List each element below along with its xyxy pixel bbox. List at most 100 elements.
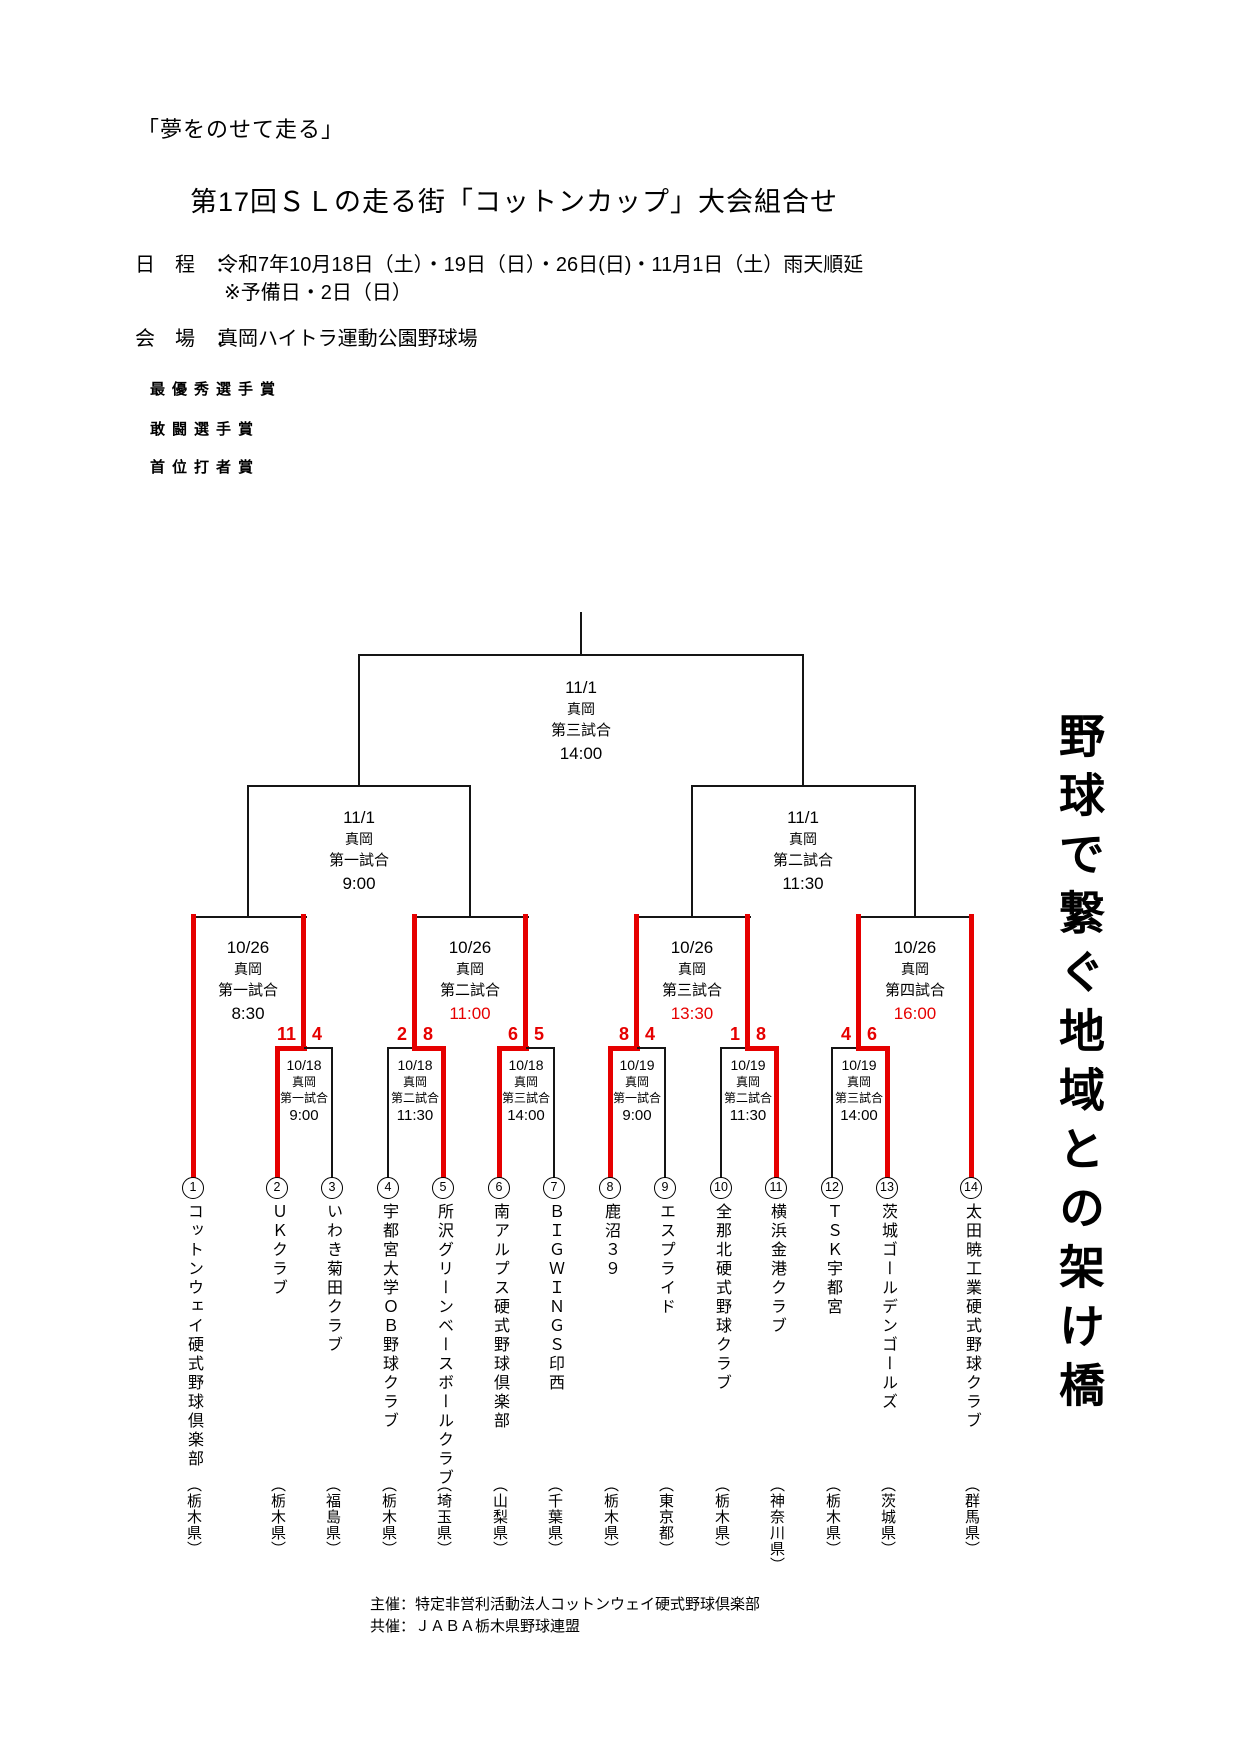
team-name: 宇都宮大学ＯＢ野球クラブ <box>380 1203 397 1431</box>
bracket-line <box>857 916 974 918</box>
match-venue: 真岡 <box>567 701 595 717</box>
bracket-line-red <box>885 1046 890 1178</box>
bracket-line-red <box>969 914 974 1178</box>
bracket-line <box>802 654 804 787</box>
match-venue: 真岡 <box>789 831 817 847</box>
team-name: 全那北硬式野球クラブ <box>713 1203 730 1393</box>
match-game: 第二試合 <box>439 982 500 999</box>
team-number: 13 <box>876 1177 898 1199</box>
team-prefecture: （千葉県） <box>546 1477 563 1557</box>
schedule-note: ※予備日・2日（日） <box>224 282 412 304</box>
bracket-line-red <box>301 914 306 1048</box>
bracket-line-red <box>412 914 417 1048</box>
team-number: 9 <box>654 1177 676 1199</box>
match-time: 11:00 <box>449 1004 491 1023</box>
score-right: 5 <box>534 1024 545 1044</box>
schedule-label: 日 程 ： <box>135 254 235 276</box>
team-number: 3 <box>321 1177 343 1199</box>
team-prefecture: （山梨県） <box>491 1477 508 1557</box>
team-name: エスプライド <box>657 1203 674 1317</box>
team-number: 1 <box>182 1177 204 1199</box>
bracket-line-red <box>634 914 639 1048</box>
match-date: 10/18 <box>508 1057 544 1073</box>
score-left: 2 <box>396 1024 407 1044</box>
tournament-title: 第17回ＳＬの走る街「コットンカップ」大会組合せ <box>190 187 839 217</box>
match-date: 10/19 <box>730 1057 766 1073</box>
match-time: 14:00 <box>840 1107 878 1124</box>
match-game: 第二試合 <box>390 1091 439 1105</box>
team-name: いわき菊田クラブ <box>324 1203 341 1355</box>
schedule-text: 令和7年10月18日（土）・19日（日）・26日(日)・11月1日（土）雨天順延 <box>218 254 864 276</box>
match-game: 第三試合 <box>501 1091 550 1105</box>
match-time: 14:00 <box>507 1107 545 1124</box>
score-right: 4 <box>645 1024 656 1044</box>
bracket-line <box>304 1047 333 1049</box>
bracket-line <box>914 785 916 918</box>
team-prefecture: （栃木県） <box>713 1477 730 1557</box>
match-date: 10/19 <box>841 1057 877 1073</box>
team-name: ＵＫクラブ <box>269 1203 286 1298</box>
bracket-line <box>192 916 307 918</box>
score-right: 8 <box>756 1024 767 1044</box>
bracket-line <box>691 785 693 918</box>
venue-text: 真岡ハイトラ運動公園野球場 <box>218 328 478 350</box>
match-venue: 真岡 <box>456 961 484 977</box>
team-prefecture: （茨城県） <box>879 1477 896 1557</box>
co-organizer-line: 共催：ＪＡＢＡ栃木県野球連盟 <box>370 1618 581 1635</box>
score-right: 8 <box>423 1024 434 1044</box>
team-number: 4 <box>377 1177 399 1199</box>
team-prefecture: （栃木県） <box>269 1477 286 1557</box>
bracket-line <box>691 785 916 787</box>
bracket-line <box>413 916 529 918</box>
match-game: 第一試合 <box>279 1091 328 1105</box>
match-time: 9:00 <box>622 1107 652 1124</box>
match-venue: 真岡 <box>846 1075 871 1089</box>
team-number: 2 <box>266 1177 288 1199</box>
team-number: 7 <box>543 1177 565 1199</box>
team-prefecture: （神奈川県） <box>768 1477 785 1573</box>
bracket-line-red <box>412 1046 445 1051</box>
team-name: ＢＩＧＷＩＮＧＳ印西 <box>546 1203 563 1393</box>
bracket-line-red <box>608 1046 640 1051</box>
bracket-line <box>664 1047 666 1178</box>
venue-label: 会 場 ： <box>135 328 235 350</box>
award-leading-hitter: 首位打者賞 <box>150 459 261 476</box>
score-right: 6 <box>867 1024 878 1044</box>
match-venue: 真岡 <box>624 1075 649 1089</box>
match-game: 第三試合 <box>661 982 722 999</box>
bracket-line <box>720 1047 722 1178</box>
match-game: 第一試合 <box>612 1091 661 1105</box>
bracket-line-red <box>774 1046 779 1178</box>
team-prefecture: （埼玉県） <box>435 1477 452 1557</box>
team-number: 10 <box>710 1177 732 1199</box>
match-time: 8:30 <box>231 1004 265 1023</box>
match-game: 第三試合 <box>550 722 611 739</box>
match-game: 第四試合 <box>884 982 945 999</box>
team-name: 所沢グリーンベースボールクラブ <box>435 1203 452 1488</box>
match-date: 10/26 <box>670 938 714 957</box>
score-left: 6 <box>507 1024 518 1044</box>
match-game: 第三試合 <box>834 1091 883 1105</box>
match-time: 9:00 <box>342 874 376 893</box>
bracket-line-red <box>608 1046 613 1178</box>
team-prefecture: （栃木県） <box>602 1477 619 1557</box>
team-name: 太田暁工業硬式野球クラブ <box>963 1203 980 1431</box>
match-date: 10/18 <box>286 1057 322 1073</box>
score-left: 8 <box>618 1024 629 1044</box>
first-round-label: 10/19 真岡第三試合 14:00 <box>799 1056 919 1126</box>
team-prefecture: （栃木県） <box>380 1477 397 1557</box>
bracket-line-red <box>275 1046 307 1051</box>
bracket-line <box>831 1047 833 1178</box>
team-number: 6 <box>488 1177 510 1199</box>
match-game: 第二試合 <box>772 852 833 869</box>
bracket-line-red <box>745 914 750 1048</box>
bracket-line-red <box>441 1046 446 1178</box>
match-time: 16:00 <box>893 1004 937 1023</box>
match-venue: 真岡 <box>901 961 929 977</box>
match-venue: 真岡 <box>402 1075 427 1089</box>
organizer-line: 主催：特定非営利活動法人コットンウェイ硬式野球倶楽部 <box>370 1596 761 1613</box>
